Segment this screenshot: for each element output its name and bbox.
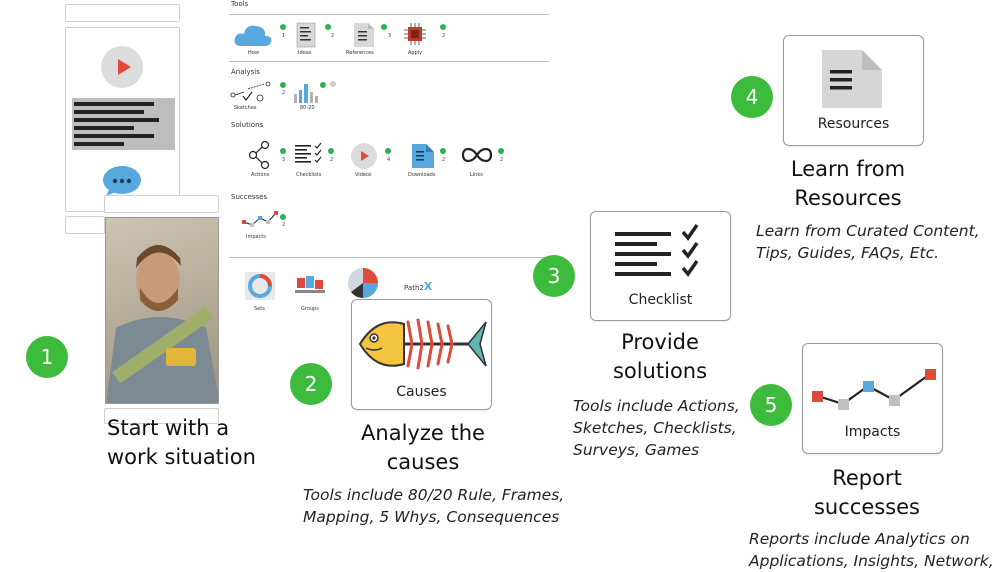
tool-sets[interactable]: Sets [242, 270, 278, 314]
badge-dot [440, 24, 446, 30]
path2x-logo: Path2X [404, 280, 433, 293]
step-5-description: Reports include Analytics on Application… [749, 530, 994, 570]
causes-card[interactable]: Causes [351, 299, 492, 410]
section-successes-heading: Successes [231, 193, 268, 201]
play-icon [351, 143, 377, 169]
badge-dot [498, 148, 504, 154]
share-icon [248, 140, 270, 170]
chip-icon [404, 23, 426, 45]
bar-chart-icon [294, 84, 318, 103]
checklist-icon [295, 142, 322, 163]
tool-impacts[interactable]: Impacts [240, 210, 280, 242]
tool-sketches[interactable]: Sketches [230, 80, 274, 114]
impacts-chart-icon [812, 369, 936, 410]
groups-icon [295, 276, 325, 293]
step-3-description: Tools include Actions, Sketches, Checkli… [573, 397, 740, 459]
tool-videos[interactable]: Videos [348, 142, 380, 180]
document-icon [354, 23, 374, 47]
fishbone-icon [358, 318, 487, 370]
tool-apply[interactable]: Apply [400, 22, 428, 58]
impacts-chart-icon [242, 211, 278, 227]
impacts-card[interactable]: Impacts [802, 343, 943, 454]
step-1-number: 1 [26, 336, 68, 378]
tool-80-20[interactable]: 80-20 [291, 80, 325, 114]
tool-ideas[interactable]: Ideas [293, 22, 319, 58]
badge-dot [381, 24, 387, 30]
pie-chart-icon [346, 266, 380, 300]
badge-dot [325, 24, 331, 30]
badge-dot [280, 214, 286, 220]
section-solutions-heading: Solutions [231, 121, 264, 129]
checklist-icon [615, 224, 699, 277]
divider [229, 257, 549, 258]
resources-card[interactable]: Resources [783, 35, 924, 146]
step-2-title: Analyze the causes [361, 421, 485, 474]
document-icon [412, 144, 434, 168]
step-5-number: 5 [750, 384, 792, 426]
divider [229, 61, 549, 62]
text-block-image [72, 98, 175, 150]
document-icon [822, 50, 882, 108]
badge-dot [328, 148, 334, 154]
step-3-title: Provide solutions [612, 330, 708, 383]
badge-dot [320, 82, 326, 88]
tool-links[interactable]: Links [459, 145, 495, 180]
badge-dot-inactive [330, 81, 336, 87]
checklist-card[interactable]: Checklist [590, 211, 731, 321]
step-5-title: Report successes [813, 466, 920, 519]
badge-dot [385, 148, 391, 154]
chat-bubble-icon[interactable] [102, 164, 142, 196]
phone-screen [65, 27, 180, 212]
sets-icon [245, 272, 275, 300]
tool-groups[interactable]: Groups [292, 270, 328, 314]
phone-bottom-bar [65, 216, 105, 234]
step-4-title: Learn from Resources [790, 157, 906, 210]
step-4-description: Learn from Curated Content, Tips, Guides… [756, 222, 980, 262]
divider [229, 14, 549, 15]
step-1-title: Start with a work situation [107, 416, 256, 469]
badge-dot [280, 24, 286, 30]
step-2-description: Tools include 80/20 Rule, Frames, Mappin… [303, 486, 565, 526]
section-analysis-heading: Analysis [231, 68, 260, 76]
photo-bottom-bar [104, 408, 219, 424]
step-4-number: 4 [731, 76, 773, 118]
photo-top-bar [104, 195, 219, 213]
infinity-icon [461, 147, 493, 163]
tool-checklists[interactable]: Checklists [293, 142, 325, 180]
sketch-icon [230, 81, 271, 102]
badge-dot [280, 148, 286, 154]
tool-references[interactable]: References [345, 22, 379, 58]
cloud-icon [234, 25, 272, 46]
step-3-number: 3 [533, 255, 575, 297]
tool-downloads[interactable]: Downloads [404, 142, 440, 180]
worker-photo [105, 217, 219, 404]
section-tools-heading: Tools [231, 0, 249, 8]
badge-dot [440, 148, 446, 154]
tool-how[interactable]: How [233, 20, 273, 58]
tool-actions[interactable]: Actions [245, 140, 275, 180]
document-icon [296, 22, 316, 48]
badge-dot [280, 82, 286, 88]
play-icon[interactable] [101, 46, 143, 88]
step-2-number: 2 [290, 363, 332, 405]
phone-top-bar [65, 4, 180, 22]
